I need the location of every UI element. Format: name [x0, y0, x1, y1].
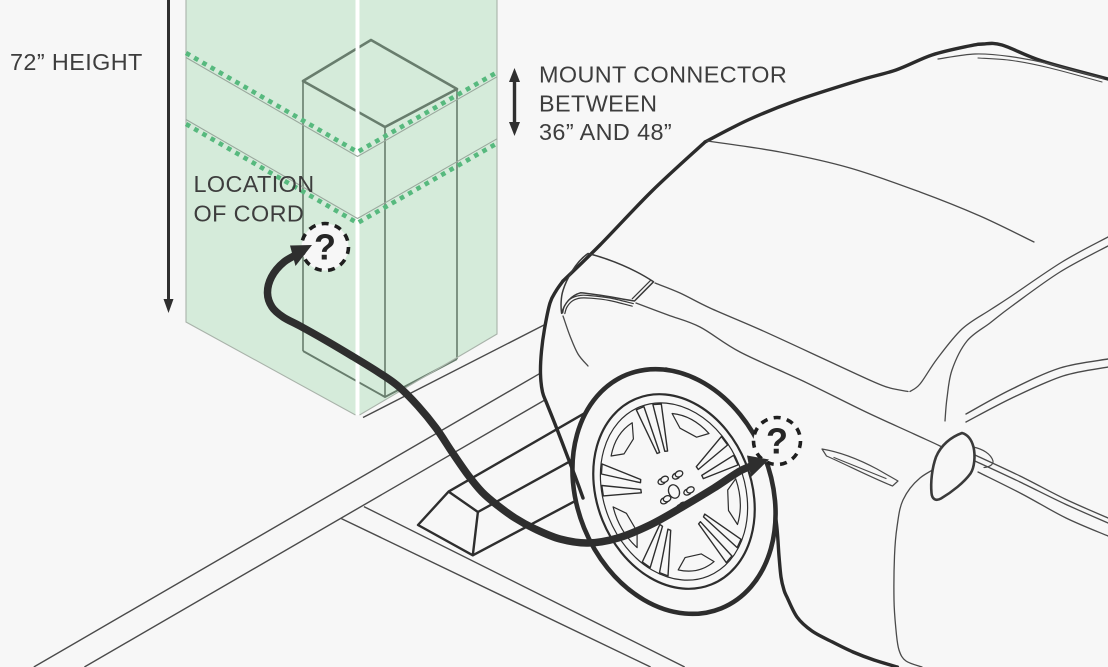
headlight: [560, 252, 655, 315]
fender-crease: [562, 315, 589, 367]
cowl-upper: [909, 236, 1108, 393]
wheel-stop-bottom-edge: [472, 499, 577, 557]
height-measure-arrowhead: [163, 299, 174, 313]
height-measure: [163, 0, 174, 313]
door-top-line-2: [974, 460, 1108, 524]
side-mirror: [929, 431, 994, 502]
headlight-strip-line-1: [562, 294, 634, 314]
car: [538, 41, 1108, 667]
parking-line-outer: [33, 372, 542, 667]
height-rings: [184, 51, 499, 226]
vent-inner-line: [833, 456, 887, 480]
mount-label-line1: MOUNT CONNECTOR: [539, 61, 787, 87]
ring-48in: [184, 51, 499, 155]
connector-box-verticals: [302, 81, 458, 397]
location-label-line2: OF CORD: [194, 201, 305, 227]
lug-nut: [674, 470, 684, 478]
lug-nut: [662, 494, 672, 503]
bay-line-inner: [341, 517, 651, 667]
mount-zone: [184, 0, 499, 416]
cord-arrowhead-car: [747, 455, 769, 477]
range-arrow-head-down: [509, 122, 520, 136]
cord-path: [263, 248, 761, 547]
corner-highlight: [355, 0, 360, 415]
zone-right-face: [359, 0, 497, 415]
mirror-mount: [972, 446, 994, 469]
floor-lines: [33, 323, 686, 667]
mirror-housing: [929, 431, 976, 502]
cowl-lower: [944, 245, 1108, 422]
wheel: [570, 366, 778, 617]
car-silhouette-front: [538, 279, 585, 500]
belt-line-2: [965, 366, 1108, 423]
lug-nut: [660, 475, 670, 484]
headlight-edge-line: [631, 279, 652, 300]
charging-cord: [263, 245, 769, 547]
height-label: 72” HEIGHT: [10, 49, 143, 75]
car-port-marker: ?: [751, 415, 803, 467]
windshield-top: [937, 53, 1104, 80]
ring-36in-hairline: [185, 119, 498, 220]
mount-label-line3: 36” AND 48”: [539, 119, 672, 145]
wall-connector-question: ?: [314, 227, 336, 268]
windshield-top-inner: [977, 57, 1103, 83]
door-top-line-1: [974, 454, 1108, 519]
car-silhouette-hood: [561, 140, 707, 283]
car-silhouette-roof: [703, 41, 1108, 144]
location-label-line1: LOCATION: [194, 171, 315, 197]
hood-seam: [706, 140, 1035, 243]
cord-arrowhead-wall: [290, 245, 312, 266]
shoulder-line: [654, 282, 909, 393]
mount-label-line2: BETWEEN: [539, 90, 657, 116]
car-port-question: ?: [766, 421, 788, 462]
ring-48in-hairline: [185, 57, 498, 158]
wheel-holes: [610, 412, 741, 572]
wall-connector-marker: ?: [299, 221, 351, 273]
spoke-openings: [610, 412, 741, 572]
side-vent: [821, 448, 899, 487]
door-top-line-3: [977, 471, 1108, 537]
lug-nut: [685, 486, 695, 494]
parking-line-inner: [84, 399, 546, 667]
bay-line-outer: [363, 505, 686, 667]
belt-line: [965, 358, 1108, 415]
hub-cap: [667, 484, 681, 499]
mount-range-arrow: [509, 68, 520, 136]
rim-outer: [592, 393, 756, 590]
range-arrow-head-up: [509, 68, 520, 82]
labels: 72” HEIGHT LOCATION OF CORD MOUNT CONNEC…: [10, 49, 787, 227]
zone-left-face: [186, 0, 356, 415]
ring-36in: [184, 122, 499, 226]
headlight-strip-line-2: [564, 297, 633, 315]
car-port-circle: [751, 415, 803, 467]
rim-lip: [599, 402, 749, 581]
door-crease: [635, 302, 959, 457]
wheel-spokes: [600, 403, 742, 577]
wall-base-line: [362, 323, 546, 419]
zone-left-edge: [185, 0, 356, 416]
vent-outline: [821, 448, 899, 487]
door-seam: [893, 461, 949, 667]
spoke-blades: [600, 403, 742, 577]
